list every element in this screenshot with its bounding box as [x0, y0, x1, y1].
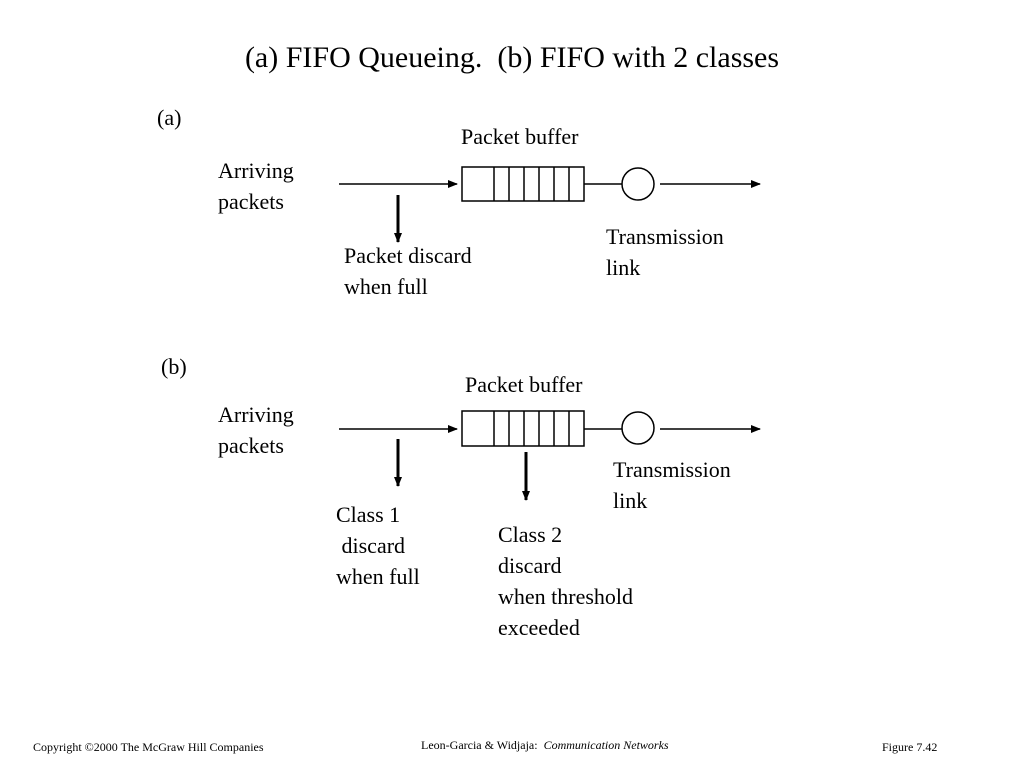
- part-a-link-label: Transmission link: [606, 224, 724, 280]
- footer-copyright: Copyright ©2000 The McGraw Hill Companie…: [33, 740, 264, 754]
- part-b-class1-label: Class 1 discard when full: [336, 502, 420, 589]
- part-a-server-circle: [621, 167, 655, 201]
- part-a-diagram: [339, 166, 761, 243]
- footer-authors: Leon-Garcia & Widjaja:: [421, 738, 538, 752]
- part-b-server-circle: [621, 411, 655, 445]
- part-b-link-label: Transmission link: [613, 457, 731, 513]
- part-b-buffer-label: Packet buffer: [465, 372, 583, 397]
- footer-book-title: Communication Networks: [543, 738, 669, 752]
- part-b-label: (b): [161, 354, 187, 379]
- footer-citation: Leon-Garcia & Widjaja: Communication Net…: [421, 737, 669, 753]
- part-a-discard-label: Packet discard when full: [344, 243, 472, 299]
- part-b-diagram: [339, 410, 761, 501]
- part-a-packet-buffer: [461, 166, 585, 202]
- part-b-packet-buffer: [461, 410, 585, 447]
- part-a-buffer-label: Packet buffer: [461, 124, 579, 149]
- part-b-arriving-label: Arriving packets: [218, 402, 294, 458]
- page-title: (a) FIFO Queueing. (b) FIFO with 2 class…: [244, 41, 780, 74]
- footer-figure-number: Figure 7.42: [882, 740, 938, 754]
- part-a-arriving-label: Arriving packets: [218, 158, 294, 214]
- part-b-class2-label: Class 2 discard when threshold exceeded: [498, 522, 634, 640]
- part-a-label: (a): [157, 105, 182, 130]
